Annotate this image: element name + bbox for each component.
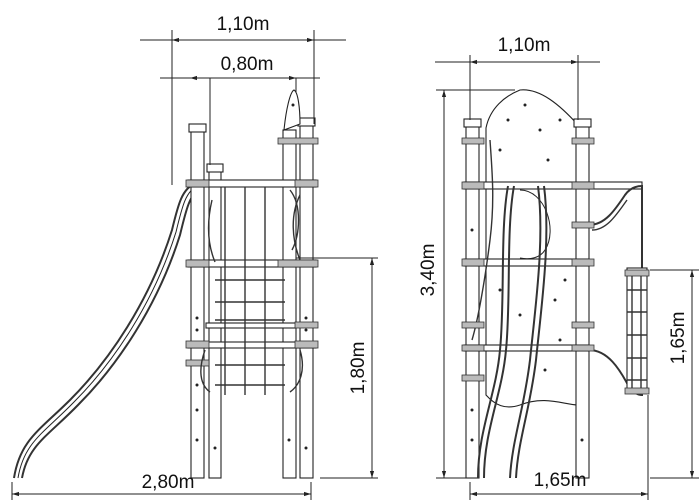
slide (13, 182, 201, 479)
side-ropes (471, 139, 548, 479)
side-post-left (465, 124, 480, 479)
post-right-outer (299, 123, 314, 479)
post-right-inner (282, 129, 297, 479)
side-width-label: 1,10m (498, 35, 551, 56)
side-clamps (461, 137, 650, 395)
side-depth-label: 1,65m (534, 470, 587, 491)
clamps (185, 137, 319, 367)
side-platform-height-label: 1,65m (668, 312, 689, 365)
front-platform-height-label: 1,80m (348, 342, 369, 395)
bolts (195, 103, 308, 450)
side-post-right (575, 124, 590, 479)
front-total-length-label: 2,80m (142, 472, 195, 493)
side-view: 1,10m 3,40m 1,65m 1,65m (418, 35, 699, 500)
side-bolts (470, 103, 584, 442)
front-overall-width-label: 1,10m (217, 14, 270, 35)
front-inner-width-label: 0,80m (221, 54, 274, 75)
side-total-height-label: 3,40m (418, 244, 439, 297)
front-view: 1,10m 0,80m 1,80m 2,80m (11, 14, 378, 500)
roof-finial (283, 89, 301, 131)
rope-net (200, 187, 304, 395)
